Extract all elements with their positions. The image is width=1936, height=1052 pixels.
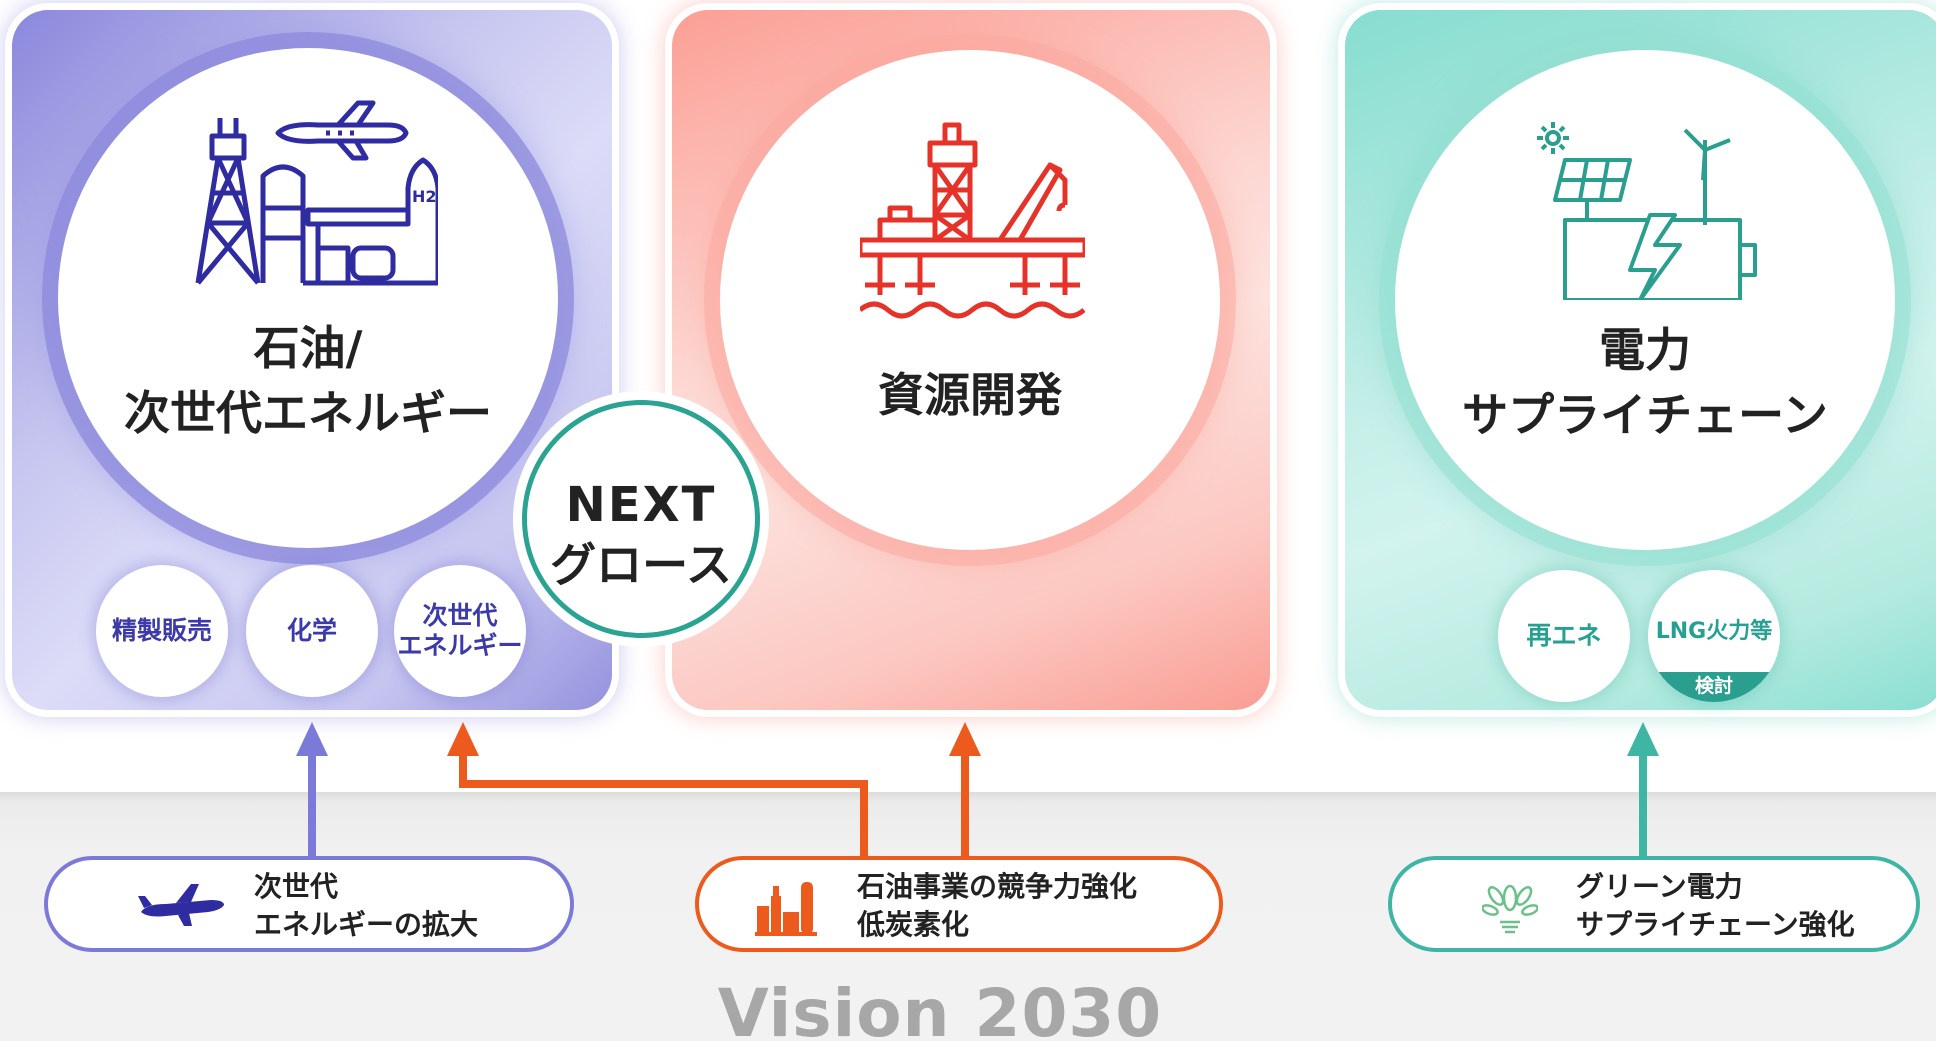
- oil-title-line2: 次世代エネルギー: [124, 386, 492, 440]
- airplane-icon: [138, 884, 224, 926]
- pill-left-line2: エネルギーの拡大: [254, 908, 479, 941]
- under-review-badge: 検討: [1648, 672, 1780, 702]
- solar-wind-battery-icon: [1537, 122, 1757, 300]
- circle-resource-development: 資源開発: [720, 50, 1220, 550]
- pill-mid-line1: 石油事業の競争力強化: [857, 870, 1138, 903]
- pill-mid-line2: 低炭素化: [857, 908, 970, 941]
- arrow-mid: [949, 722, 981, 856]
- refinery-airplane-hydrogen-icon: H2: [195, 100, 438, 286]
- power-title-line2: サプライチェーン: [1462, 388, 1828, 442]
- sub-next-energy: 次世代 エネルギー: [394, 565, 526, 697]
- circle-power-supply-chain: 電力 サプライチェーン: [1395, 50, 1895, 550]
- power-title-line1: 電力: [1599, 323, 1691, 377]
- vision-2030-label: Vision 2030: [717, 975, 1163, 1052]
- pill-oil-competitiveness: 石油事業の競争力強化 低炭素化: [695, 856, 1223, 952]
- green-lightbulb-icon: [1482, 884, 1538, 934]
- lng-label: LNG火力等: [1655, 619, 1773, 644]
- next-growth-badge: NEXT グロース: [527, 405, 755, 633]
- pill-left-line1: 次世代: [254, 870, 339, 903]
- next-badge-line1: NEXT: [565, 477, 717, 533]
- arrow-right: [1627, 722, 1659, 856]
- offshore-oil-rig-icon: [860, 122, 1085, 319]
- circle-oil-next-energy: H2 石油/ 次世代エネルギー: [58, 48, 558, 548]
- sub-renewables: 再エネ: [1498, 570, 1630, 702]
- sub-lng-thermal: LNG火力等 検討: [1648, 570, 1780, 702]
- svg-text:H2: H2: [412, 187, 437, 206]
- pill-right-line2: サプライチェーン強化: [1576, 908, 1855, 941]
- resource-title: 資源開発: [878, 368, 1062, 422]
- arrow-left: [296, 722, 328, 856]
- oil-title-line1: 石油/: [253, 321, 363, 375]
- sub-refining-sales: 精製販売: [96, 565, 228, 697]
- next-badge-line2: グロース: [550, 538, 732, 592]
- arrow-mid-branch: [447, 722, 868, 856]
- factory-icon: [755, 882, 817, 936]
- pill-next-energy-expansion: 次世代 エネルギーの拡大: [44, 856, 574, 952]
- pill-green-power: グリーン電力 サプライチェーン強化: [1388, 856, 1920, 952]
- sub-chemicals: 化学: [246, 565, 378, 697]
- pill-right-line1: グリーン電力: [1576, 870, 1743, 903]
